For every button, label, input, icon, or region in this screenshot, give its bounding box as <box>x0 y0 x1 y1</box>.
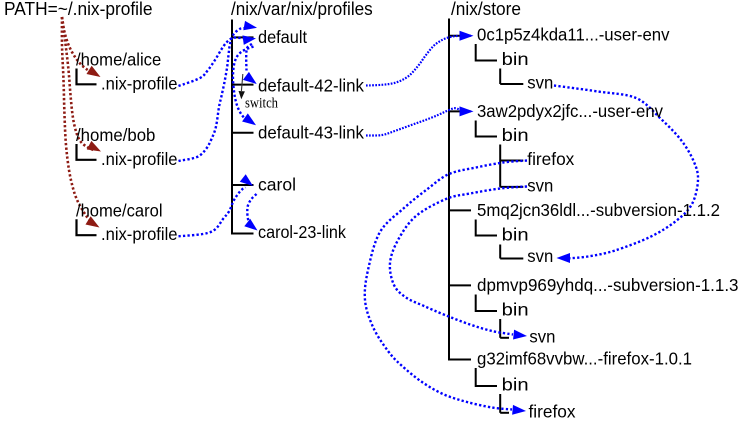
svg-text:/home/bob: /home/bob <box>76 125 155 145</box>
svg-text:carol-23-link: carol-23-link <box>258 222 346 242</box>
svg-text:dpmvp969yhdq...-subversion-1.1: dpmvp969yhdq...-subversion-1.1.3 <box>477 275 739 295</box>
svg-text:firefox: firefox <box>527 149 574 169</box>
svg-text:.nix-profile: .nix-profile <box>101 74 178 94</box>
svg-text:/nix/store: /nix/store <box>451 0 521 19</box>
svg-text:3aw2pdyx2jfc...-user-env: 3aw2pdyx2jfc...-user-env <box>477 101 663 121</box>
svg-text:switch: switch <box>245 96 278 112</box>
svg-text:default: default <box>258 27 307 47</box>
svg-text:default-42-link: default-42-link <box>258 75 364 95</box>
svg-text:PATH=~/.nix-profile: PATH=~/.nix-profile <box>4 0 153 19</box>
svg-text:svn: svn <box>527 246 553 266</box>
svg-text:/nix/var/nix/profiles: /nix/var/nix/profiles <box>231 0 373 19</box>
svg-text:/home/alice: /home/alice <box>76 50 161 70</box>
svg-text:.nix-profile: .nix-profile <box>101 149 178 169</box>
svg-text:/home/carol: /home/carol <box>76 200 163 220</box>
svg-text:bin: bin <box>502 375 529 395</box>
svg-text:svn: svn <box>527 73 553 93</box>
svg-text:default-43-link: default-43-link <box>258 123 364 143</box>
svg-text:bin: bin <box>502 225 529 245</box>
svg-text:firefox: firefox <box>529 401 576 421</box>
svg-text:g32imf68vvbw...-firefox-1.0.1: g32imf68vvbw...-firefox-1.0.1 <box>477 349 692 369</box>
svg-text:5mq2jcn36ldl...-subversion-1.1: 5mq2jcn36ldl...-subversion-1.1.2 <box>477 200 720 220</box>
svg-text:bin: bin <box>502 125 529 145</box>
svg-text:svn: svn <box>529 326 555 346</box>
svg-text:.nix-profile: .nix-profile <box>101 224 178 244</box>
svg-text:svn: svn <box>527 175 553 195</box>
svg-text:carol: carol <box>258 174 296 194</box>
svg-text:0c1p5z4kda11...-user-env: 0c1p5z4kda11...-user-env <box>477 25 670 45</box>
svg-text:bin: bin <box>502 49 529 69</box>
svg-text:bin: bin <box>502 300 529 320</box>
